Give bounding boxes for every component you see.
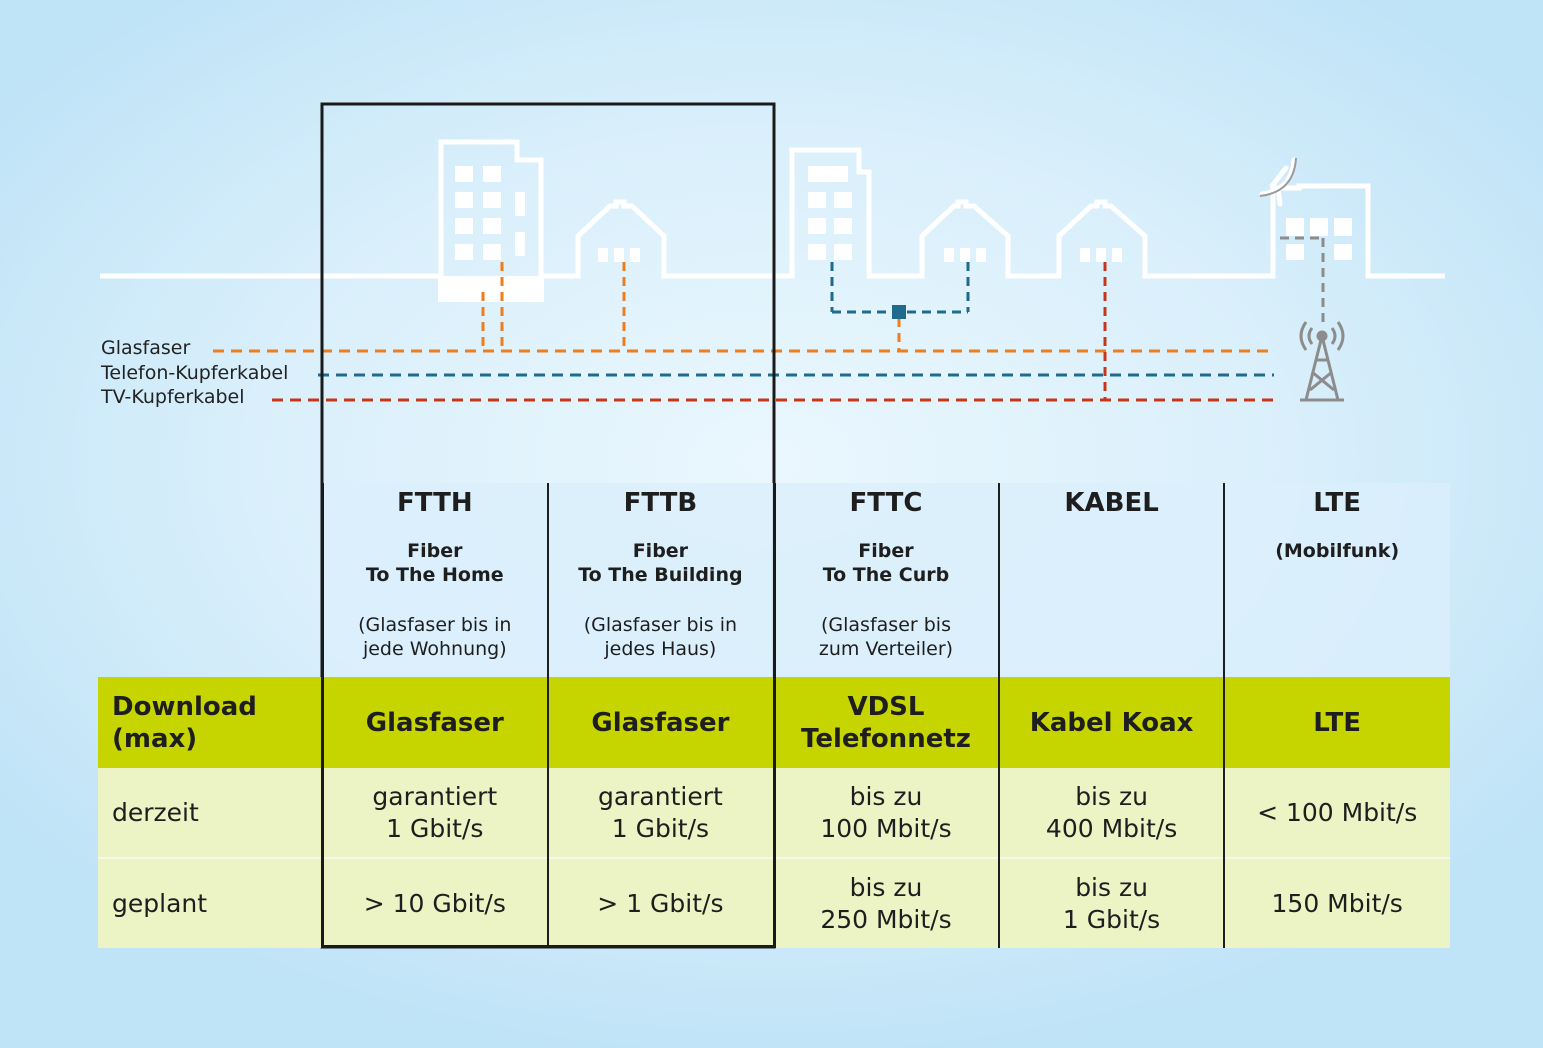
table-cell: 150 Mbit/s bbox=[1271, 888, 1403, 918]
legend-glasfaser: Glasfaser bbox=[101, 337, 191, 359]
ftth-fttb-highlight-frame-table bbox=[321, 483, 776, 948]
satellite-dish-outline bbox=[1259, 157, 1297, 197]
legend-telefon: Telefon-Kupferkabel bbox=[101, 362, 289, 384]
column-subtitle: Fiber To The Curb bbox=[822, 540, 950, 586]
table-cell: Glasfaser bbox=[591, 707, 730, 738]
column-fttb: FTTB Fiber To The Building (Glasfaser bi… bbox=[548, 483, 774, 677]
row-label: Download (max) bbox=[112, 691, 257, 754]
column-separator bbox=[547, 483, 549, 948]
legend-tv: TV-Kupferkabel bbox=[101, 386, 245, 408]
column-fttc: FTTC Fiber To The Curb (Glasfaser bis zu… bbox=[773, 483, 999, 677]
table-cell: garantiert 1 Gbit/s bbox=[372, 781, 498, 843]
row-label: geplant bbox=[112, 888, 208, 918]
table-cell: garantiert 1 Gbit/s bbox=[597, 781, 723, 843]
column-title: LTE bbox=[1313, 488, 1362, 518]
ftth-building-base bbox=[438, 276, 544, 302]
column-description: (Glasfaser bis in jedes Haus) bbox=[583, 614, 738, 660]
table-cell: VDSL Telefonnetz bbox=[801, 691, 971, 754]
table-cell: LTE bbox=[1313, 707, 1362, 738]
column-title: FTTB bbox=[623, 488, 698, 518]
table-cell: Glasfaser bbox=[365, 707, 504, 738]
table-cell: > 1 Gbit/s bbox=[597, 888, 724, 918]
building-icon bbox=[455, 166, 525, 260]
column-separator bbox=[1223, 483, 1225, 948]
column-description: (Glasfaser bis zum Verteiler) bbox=[818, 614, 954, 660]
column-title: FTTC bbox=[849, 488, 923, 518]
column-subtitle: Fiber To The Building bbox=[578, 540, 743, 586]
skyline-outline bbox=[100, 139, 1445, 279]
house-icon bbox=[1080, 248, 1122, 262]
column-kabel: KABEL bbox=[999, 483, 1225, 677]
antenna-tower-icon bbox=[1299, 321, 1345, 402]
column-title: FTTH bbox=[397, 488, 473, 518]
table-cell: > 10 Gbit/s bbox=[363, 888, 506, 918]
column-subtitle: Fiber To The Home bbox=[365, 540, 504, 586]
building-icon bbox=[1286, 218, 1352, 260]
column-lte: LTE (Mobilfunk) bbox=[1224, 483, 1450, 677]
row-label: derzeit bbox=[112, 797, 199, 827]
table-cell: Kabel Koax bbox=[1029, 707, 1194, 738]
column-ftth: FTTH Fiber To The Home (Glasfaser bis in… bbox=[322, 483, 548, 677]
table-cell: bis zu 250 Mbit/s bbox=[820, 872, 952, 934]
table-cell: < 100 Mbit/s bbox=[1257, 797, 1418, 827]
house-icon bbox=[598, 248, 640, 262]
column-description: (Glasfaser bis in jede Wohnung) bbox=[358, 614, 512, 660]
table-cell: bis zu 100 Mbit/s bbox=[820, 781, 952, 843]
column-subtitle: (Mobilfunk) bbox=[1275, 540, 1400, 562]
column-title: KABEL bbox=[1064, 488, 1159, 518]
building-icon bbox=[808, 166, 852, 260]
house-icon bbox=[944, 248, 986, 262]
table-header: FTTH Fiber To The Home (Glasfaser bis in… bbox=[322, 483, 1450, 677]
column-separator bbox=[998, 483, 1000, 948]
distributor-box-icon bbox=[892, 305, 906, 319]
table-cell: bis zu 400 Mbit/s bbox=[1045, 781, 1178, 843]
table-cell: bis zu 1 Gbit/s bbox=[1062, 872, 1161, 934]
